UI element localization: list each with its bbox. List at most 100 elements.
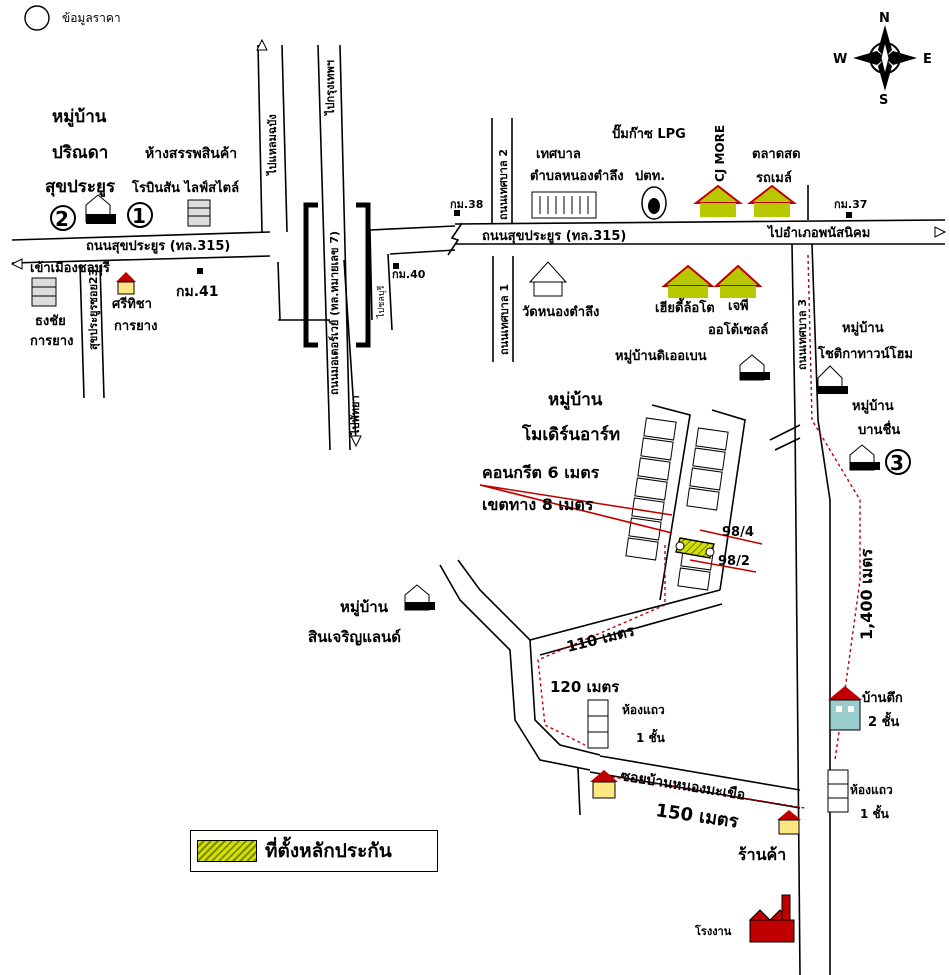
label-km41: กม.41 — [176, 284, 219, 300]
label-soi-nong-mak-kheua: ซอยบ้านหนองมะเขือ — [619, 768, 746, 804]
label-robinson-2: โรบินสัน ไลฟ์สไตล์ — [131, 179, 239, 196]
label-thesaban-office-2: ตำบลหนองตำลึง — [530, 168, 624, 184]
label-110m: 110 เมตร — [565, 621, 638, 655]
label-townhouse-2: 2 ชั้น — [868, 711, 899, 730]
label-market-1: ตลาดสด — [752, 147, 801, 162]
label-factory: โรงงาน — [694, 924, 732, 938]
jp-shop-icon — [713, 264, 763, 298]
label-srithicha-2: การยาง — [114, 319, 157, 334]
legend: ที่ตั้งหลักประกัน — [190, 830, 438, 872]
temple-icon — [528, 261, 568, 297]
label-motorway: ถนนมอเตอร์เวย์ (ทล.หมายเลข 7) — [328, 231, 341, 395]
compass-east: E — [923, 52, 932, 67]
market-icon — [747, 184, 797, 217]
label-thongchai-1: ธงชัย — [35, 314, 66, 329]
svg-text:2: 2 — [55, 207, 69, 231]
label-sia: เฮียดี้ล้อโต — [655, 297, 715, 316]
label-sincharoen-1: หมู่บ้าน — [340, 598, 389, 617]
svg-text:1: 1 — [132, 204, 146, 228]
label-plot-98-4: 98/4 — [722, 525, 754, 540]
label-1400m: 1,400 เมตร — [857, 548, 876, 640]
label-road-sukprayoon-west: ถนนสุขประยูร (ทล.315) — [86, 239, 230, 254]
label-soi23: สุขประยูรซอย23 — [87, 269, 101, 350]
marker-3: 3 — [885, 449, 911, 475]
label-to-laem-chabang: ไปแหลมฉบัง — [265, 114, 279, 177]
thongchai-building-icon — [31, 277, 57, 307]
label-row-a-1: ห้องแถว — [622, 703, 665, 717]
label-to-pattaya: ไปพัทยา — [348, 395, 362, 437]
label-townhouse-1: บ้านตึก — [862, 690, 903, 706]
thesaban-office-icon — [531, 191, 597, 219]
label-thongchai-2: การยาง — [30, 334, 73, 349]
label-srithicha-1: ศรีทิชา — [112, 296, 152, 312]
factory-icon — [748, 894, 795, 943]
km38-marker — [454, 210, 460, 216]
label-robinson-1: ห้างสรรพสินค้า — [145, 146, 237, 162]
label-thesaban2: ถนนเทศบาล 2 — [497, 149, 510, 220]
collateral-plot — [675, 537, 715, 559]
label-sincharoen-2: สินเจริญแลนด์ — [308, 628, 401, 646]
label-modern-1: หมู่บ้าน — [548, 390, 603, 411]
shop-house-icon — [777, 810, 801, 835]
label-shop: ร้านค้า — [738, 845, 786, 864]
village-icon-parinda — [85, 194, 116, 224]
label-to-bangkok: ไปกรุงเทพฯ — [323, 60, 338, 117]
village-icon-sotika — [817, 365, 848, 394]
label-cj-more: CJ MORE — [713, 125, 727, 182]
mall-building-icon — [187, 199, 211, 227]
label-thesaban1: ถนนเทศบาล 1 — [498, 284, 511, 355]
label-row-b-2: 1 ชั้น — [860, 804, 890, 821]
marker-2: 2 — [50, 205, 76, 231]
modern-art-blocks — [587, 404, 849, 813]
label-banchuen-2: บานชื่น — [858, 420, 900, 438]
label-to-chonburi: เข้าเมืองชลบุรี — [30, 260, 110, 276]
sia-shop-icon — [661, 264, 715, 298]
label-km38: กม.38 — [450, 198, 483, 211]
label-sotika-2: โชติกาทาวน์โฮม — [817, 345, 913, 362]
label-sotika-1: หมู่บ้าน — [842, 320, 884, 336]
label-row-b-1: ห้องแถว — [850, 783, 893, 797]
label-lpg-2: ปตท. — [635, 169, 665, 184]
label-jp-2: ออโต้เซลล์ — [708, 321, 768, 338]
label-150m: 150 เมตร — [654, 800, 740, 832]
compass-north: N — [879, 11, 890, 26]
label-to-chonburi2: ไปชลบุรี — [376, 285, 387, 319]
cj-more-icon — [693, 184, 743, 217]
compass-icon: N S E W — [833, 11, 932, 108]
road-laem-chabang — [256, 38, 330, 321]
route-dotted — [537, 254, 861, 809]
label-boundary: เขตทาง 8 เมตร — [482, 495, 594, 514]
label-km37: กม.37 — [834, 198, 867, 211]
label-thesaban-office-1: เทศบาล — [536, 147, 581, 162]
townhouse-icon — [828, 686, 862, 731]
label-120m: 120 เมตร — [550, 678, 620, 696]
label-row-a-2: 1 ชั้น — [636, 728, 666, 745]
road-width-lines — [479, 484, 763, 573]
price-info-circle — [24, 5, 50, 31]
label-concrete: คอนกรีต 6 เมตร — [482, 463, 600, 482]
label-jp-1: เจพี — [728, 298, 749, 314]
legend-swatch — [197, 840, 257, 862]
label-wat: วัดหนองตำลึง — [522, 304, 599, 320]
label-the-oben: หมู่บ้านดิเออเบน — [615, 348, 707, 364]
road-motorway — [303, 44, 393, 451]
road-soi23 — [79, 264, 105, 399]
km41-marker — [197, 268, 203, 274]
label-parinda-1: หมู่บ้าน — [52, 107, 107, 128]
label-plot-98-2: 98/2 — [718, 554, 750, 569]
village-icon-sincharoen — [404, 584, 435, 611]
label-banchuen-1: หมู่บ้าน — [852, 398, 894, 414]
road-thesaban — [491, 118, 809, 362]
label-km40: กม.40 — [392, 268, 426, 281]
compass-west: W — [833, 52, 847, 67]
label-market-2: รถเมล์ — [756, 170, 792, 186]
gas-station-icon — [641, 186, 667, 220]
label-to-phanatnikhom: ไปอำเภอพนัสนิคม — [766, 224, 870, 241]
village-icon-banchuen — [849, 444, 880, 471]
srithicha-house-icon — [116, 272, 136, 295]
label-road-sukprayoon-east: ถนนสุขประยูร (ทล.315) — [482, 229, 626, 244]
label-parinda-2: ปริณดา — [52, 143, 108, 163]
label-lpg-1: ปั๊มก๊าซ LPG — [612, 124, 686, 142]
road-sukprayoon — [10, 219, 947, 270]
